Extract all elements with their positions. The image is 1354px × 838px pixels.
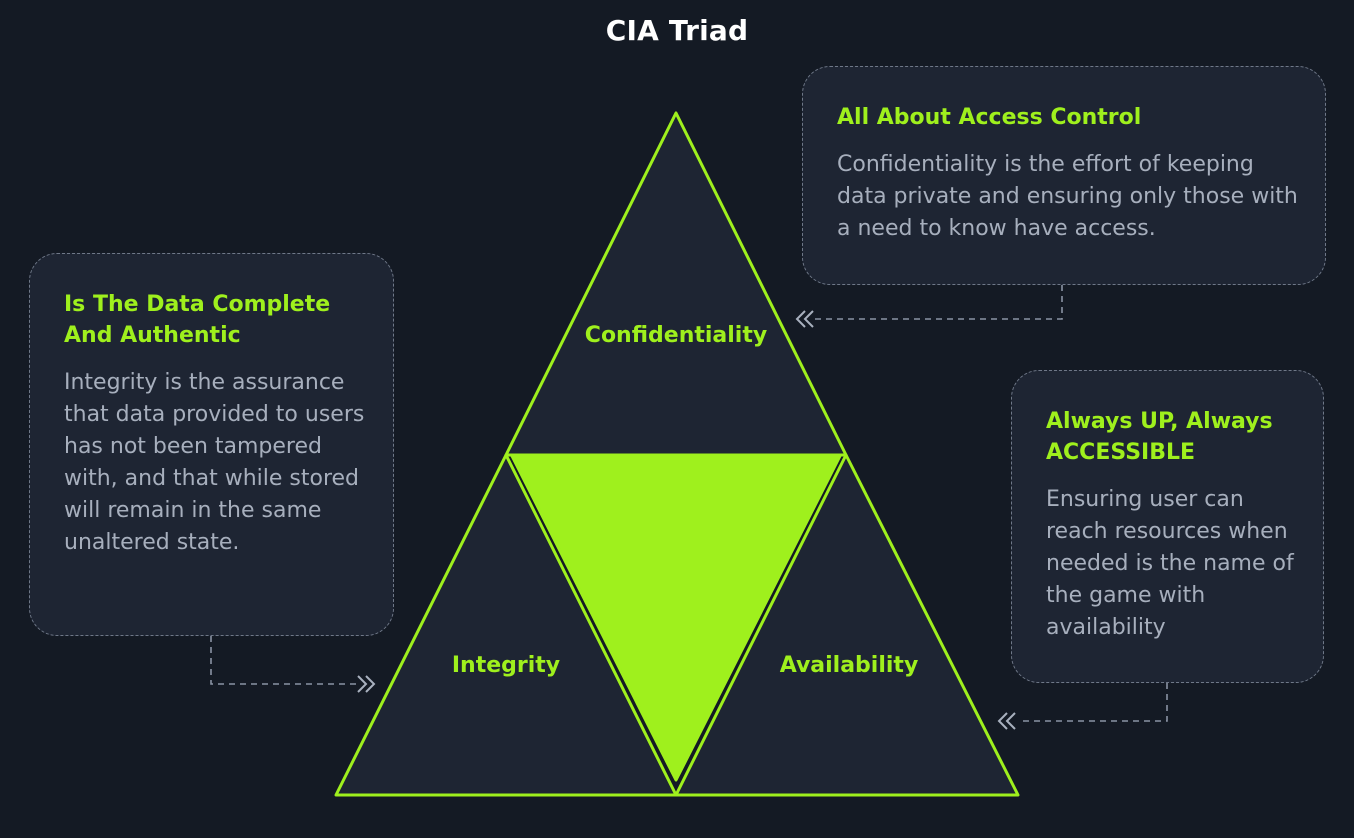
double-chevron-left-icon [795, 310, 814, 328]
diagram-title: CIA Triad [605, 14, 749, 47]
card-body: Ensuring user can reach resources when n… [1046, 487, 1294, 640]
card-heading: Is The Data Complete And Authentic [64, 292, 331, 348]
card-body: Integrity is the assurance that data pro… [64, 370, 365, 555]
card-heading: Always UP, Always ACCESSIBLE [1046, 409, 1273, 465]
availability-segment [674, 453, 1020, 797]
availability-label: Availability [779, 653, 919, 678]
integrity-segment [334, 453, 678, 797]
integrity-card: Is The Data Complete And Authentic Integ… [29, 253, 394, 636]
availability-card: Always UP, Always ACCESSIBLE Ensuring us… [1011, 370, 1324, 683]
connector-availability [1018, 683, 1168, 722]
center-segment [510, 454, 842, 782]
double-chevron-right-icon [357, 675, 376, 693]
confidentiality-card: All About Access Control Confidentiality… [802, 66, 1326, 285]
confidentiality-label: Confidentiality [584, 323, 768, 348]
double-chevron-left-icon [997, 712, 1016, 730]
confidentiality-segment [504, 111, 848, 457]
connector-integrity [210, 636, 360, 685]
connector-confidentiality [815, 285, 1063, 320]
card-heading: All About Access Control [837, 105, 1142, 130]
integrity-label: Integrity [451, 653, 561, 678]
card-body: Confidentiality is the effort of keeping… [837, 152, 1298, 241]
